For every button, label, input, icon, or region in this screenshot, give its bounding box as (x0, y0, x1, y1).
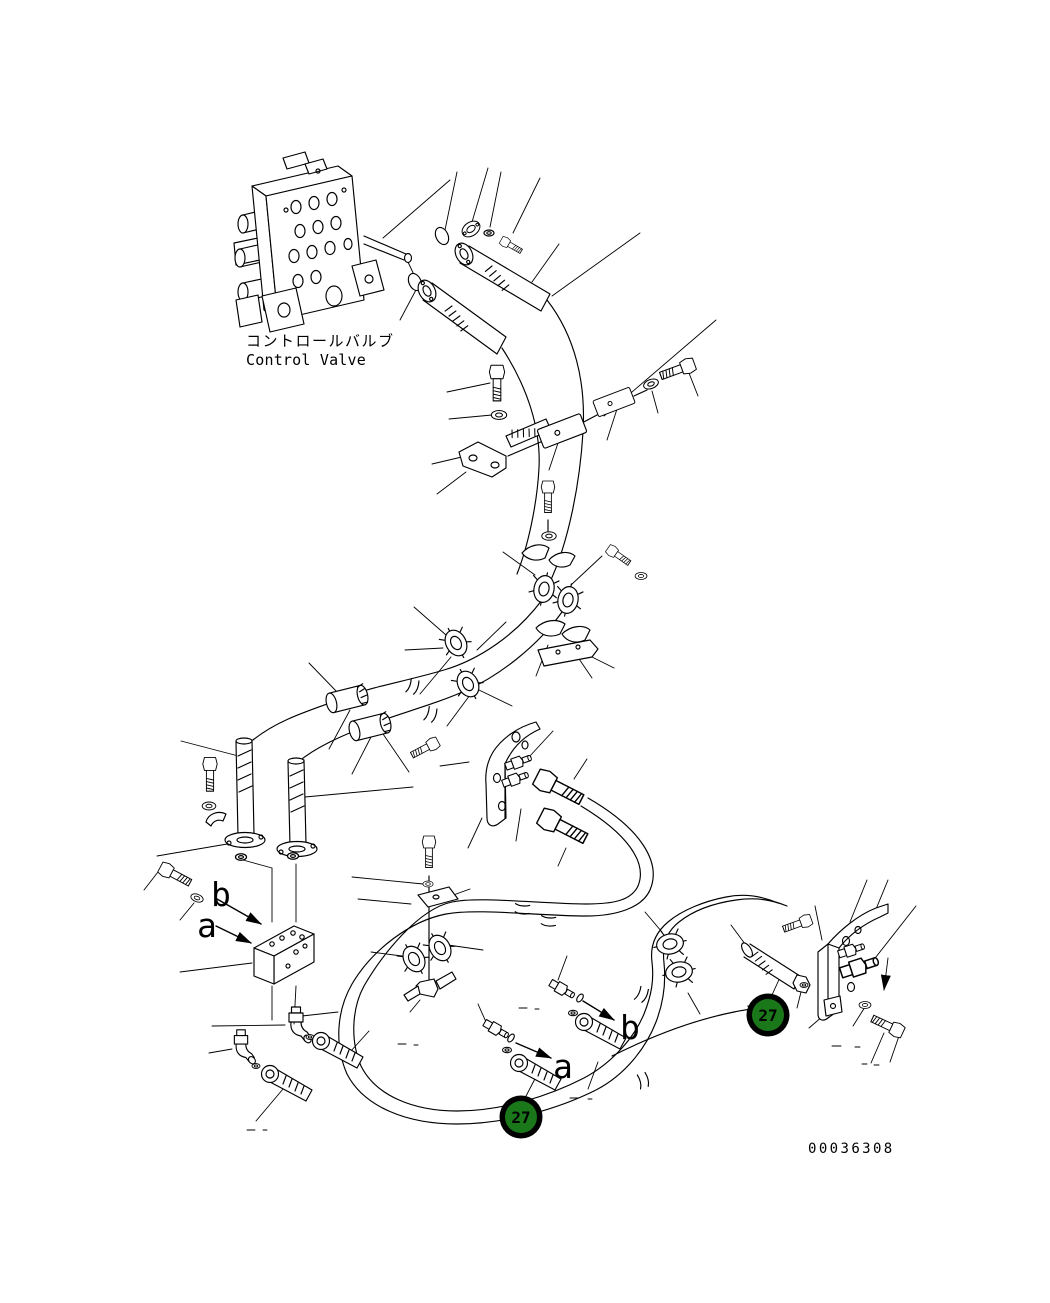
wedge-plate-icon (417, 886, 459, 908)
bolt-icon (202, 757, 218, 792)
grommet-icon (435, 621, 477, 665)
washer-icon (858, 1001, 872, 1009)
fitting-icon (547, 977, 578, 1002)
bolt-icon (604, 543, 633, 569)
oring-icon (286, 852, 300, 860)
washer-icon (641, 376, 661, 392)
washer-icon (189, 891, 205, 905)
phantom-dashes (246, 1007, 880, 1131)
hose-break-icon (634, 1070, 652, 1091)
hose-from-valve-2 (501, 347, 540, 575)
bolt-icon (540, 480, 556, 513)
right-mount-plate (781, 903, 907, 1040)
right-hose-parts (481, 926, 811, 1091)
port-label-b-hose: b (620, 1008, 640, 1047)
inline-connectors (458, 355, 698, 478)
grommet-icon (447, 662, 489, 706)
elbow-fittings (233, 1006, 364, 1102)
split-flange-icon (458, 217, 484, 241)
bolt-icon (488, 364, 506, 402)
hose-break-icon (423, 705, 438, 724)
port-label-a-hose: a (553, 1047, 573, 1086)
valve-spool-icon (234, 248, 246, 268)
grommet-icon (550, 580, 586, 620)
mid-clamp-stack (323, 480, 648, 743)
tube-connector-icon (592, 386, 636, 418)
leader-lines (143, 167, 917, 1131)
control-valve-illustration (233, 151, 413, 333)
hose-to-tube-2 (297, 611, 563, 763)
hose-clip-icon (205, 811, 227, 827)
fitting-icon (481, 1017, 512, 1042)
grommet-icon (659, 954, 699, 990)
hose-to-tube-1 (252, 599, 543, 741)
hose-break-icon (405, 677, 420, 696)
port-label-a-manifold: a (197, 906, 217, 945)
bolt-icon (156, 860, 194, 890)
washer-icon (541, 531, 557, 541)
stud-assembly (393, 875, 461, 1002)
washer-icon (634, 572, 648, 580)
washer-icon (201, 801, 217, 811)
arrow-b-hose (582, 1000, 615, 1021)
drawing-number: 00036308 (808, 1141, 895, 1157)
elbow-fitting-icon (233, 1029, 258, 1066)
oring-icon (251, 1063, 261, 1069)
washer-icon (490, 409, 508, 421)
bolt-icon (781, 912, 814, 936)
callout-label: 27 (511, 1108, 530, 1127)
banjo-hose-icon (260, 1064, 313, 1102)
oring-icon (501, 1046, 513, 1054)
down-arrow-leader (880, 957, 891, 991)
bolt-icon (498, 235, 524, 256)
valve-rod (363, 235, 407, 261)
callout-label: 27 (758, 1006, 777, 1025)
tube-connector-icon (536, 412, 588, 450)
washer-icon (422, 880, 434, 888)
port-label-b-manifold: b (211, 875, 231, 914)
component-label-english: Control Valve (246, 351, 366, 369)
vertical-tubes (201, 735, 442, 868)
center-mount-plate (485, 721, 591, 849)
hose-fitting-bolt-icon (534, 805, 591, 849)
clamp-icon (323, 682, 371, 715)
arrow-a-hose (515, 1042, 552, 1059)
manifold-block (156, 860, 315, 985)
grommet-icon (393, 937, 435, 981)
callout-27-right[interactable]: 27 (746, 993, 790, 1037)
banjo-hose-icon (574, 1012, 627, 1050)
fitting-icon (838, 952, 882, 981)
oring-icon (567, 1009, 579, 1017)
component-label-japanese: コントロールバルブ (246, 332, 395, 350)
bolt-icon (868, 1011, 907, 1040)
clamp-icon (346, 710, 394, 743)
arrow-a-manifold (215, 925, 252, 944)
valve-spool-icon (237, 214, 249, 234)
callout-27-bottom[interactable]: 27 (499, 1095, 543, 1139)
oring-icon (799, 982, 809, 988)
ab-arrows (215, 898, 615, 1059)
hose-break-icon (539, 913, 558, 928)
hose-break-icon (633, 985, 650, 1004)
bolt-icon (421, 835, 437, 868)
arrow-b-manifold (216, 898, 262, 925)
nut-icon (483, 229, 495, 237)
plug-icon (434, 226, 450, 246)
valve-front-face (265, 175, 365, 321)
hose-assembly-upper (407, 217, 551, 355)
oring-icon (234, 853, 248, 861)
grommet-icon (419, 926, 461, 970)
bolt-icon (408, 735, 442, 762)
